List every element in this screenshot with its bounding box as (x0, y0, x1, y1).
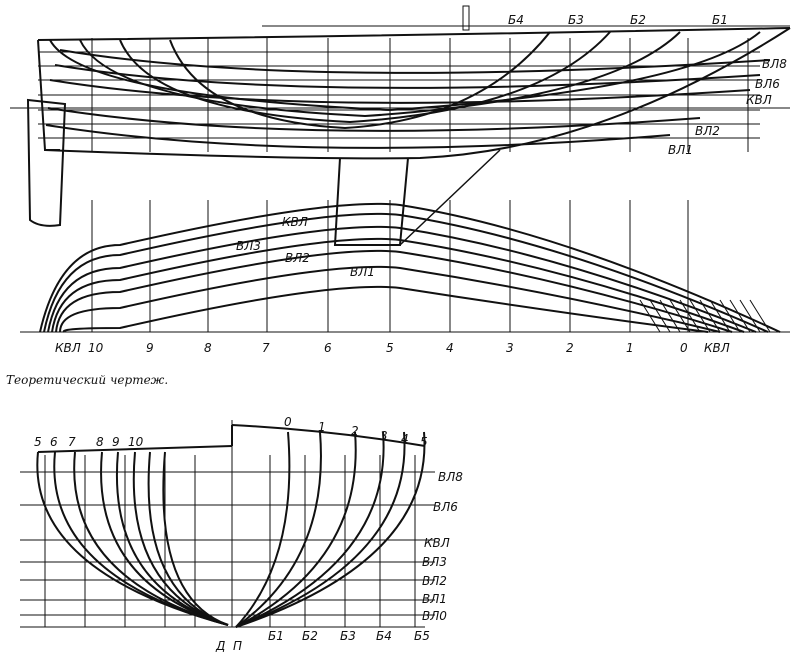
buttock-label: П (233, 639, 242, 653)
sheer-line (37, 27, 791, 41)
station-label: 2 (566, 341, 574, 355)
hatch-line (659, 299, 681, 333)
profile-view: Б4 Б3 Б2 Б1 ВЛ8 ВЛ6 КВЛ ВЛ2 ВЛ1 (508, 13, 787, 157)
aft-station-label: 6 (50, 435, 58, 449)
aft-section-curve (36, 451, 229, 626)
aft-sheer (37, 445, 233, 453)
waterline-label: КВЛ (282, 215, 308, 229)
waterline-curve (45, 124, 671, 149)
hatch-line (749, 299, 771, 333)
station-label: 5 (386, 341, 394, 355)
waterline-label: ВЛ3 (236, 239, 261, 253)
waterline-label: ВЛ8 (438, 470, 463, 484)
waterline-label: ВЛ2 (695, 124, 720, 138)
fwd-section-curve (235, 431, 357, 628)
buttock-label: Б3 (568, 13, 584, 27)
aft-station-label: 10 (128, 435, 144, 449)
fwd-section-curve (235, 431, 385, 628)
buttock-label: Б4 (376, 629, 392, 643)
waterline-curve (49, 79, 751, 104)
station-label: КВЛ (704, 341, 730, 355)
hull-curves (26, 27, 791, 628)
aft-section-curve (116, 451, 229, 626)
keel-projection-line (399, 149, 501, 246)
waterline-curve (54, 64, 761, 89)
buttock-label: Б2 (302, 629, 318, 643)
fwd-section-curve (235, 431, 426, 628)
station-label: 1 (626, 341, 634, 355)
aft-section-curve (147, 451, 229, 626)
fwd-sheer (231, 424, 426, 447)
waterline-label: ВЛ6 (433, 500, 458, 514)
buttock-label: Б1 (268, 629, 284, 643)
waterline-label: ВЛ8 (762, 57, 787, 71)
waterline-curve (59, 265, 721, 333)
waterline-label: КВЛ (424, 536, 450, 550)
caption: Теоретический чертеж. (6, 373, 168, 387)
fwd-section-curve (235, 431, 322, 628)
waterline-curve (43, 212, 769, 333)
waterline-curve (59, 49, 771, 74)
fwd-station-label: 4 (401, 432, 409, 446)
station-label: 0 (680, 341, 688, 355)
station-label: 10 (88, 341, 104, 355)
waterline-label: ВЛ1 (350, 265, 375, 279)
buttock-label: Б4 (508, 13, 524, 27)
hatch-line (729, 299, 751, 333)
grid-lines (10, 5, 790, 628)
station-label: 9 (146, 341, 154, 355)
aft-station-label: 5 (34, 435, 42, 449)
waterline-label: ВЛ0 (422, 609, 447, 623)
waterline-label: ВЛ6 (755, 77, 780, 91)
aft-section-curve (73, 451, 229, 626)
station-label: 4 (446, 341, 454, 355)
station-label: 3 (506, 341, 514, 355)
aft-section-curve (162, 451, 229, 626)
buttock-label: Б5 (414, 629, 430, 643)
mast-stub (462, 5, 470, 31)
fwd-station-label: 5 (420, 435, 428, 449)
buttock-curve (49, 31, 761, 112)
buttock-label: Б1 (712, 13, 728, 27)
fwd-station-label: 1 (318, 420, 326, 434)
deck-line (39, 202, 781, 333)
buttock-label: Б2 (630, 13, 646, 27)
waterline-label: ВЛ2 (285, 251, 310, 265)
waterline-curve (55, 249, 733, 333)
buttock-curve (169, 31, 551, 130)
buttock-label: Д (215, 639, 225, 653)
buttock-curve (119, 31, 611, 124)
aft-station-label: 9 (112, 435, 120, 449)
fwd-station-label: 2 (351, 424, 359, 438)
aft-section-curve (132, 451, 229, 626)
waterline-curve (62, 285, 709, 333)
station-label: КВЛ (55, 341, 81, 355)
aft-station-label: 7 (68, 435, 76, 449)
waterline-curve (47, 107, 701, 132)
station-label: 7 (262, 341, 270, 355)
waterline-label: ВЛ1 (668, 143, 693, 157)
keel-fin (333, 157, 409, 246)
waterline-label: ВЛ2 (422, 574, 447, 588)
rudder (26, 98, 67, 227)
fwd-section-curve (235, 431, 291, 628)
aft-station-label: 8 (96, 435, 104, 449)
waterline-label: КВЛ (746, 93, 772, 107)
fwd-section-curve (235, 431, 406, 628)
waterline-label: ВЛ1 (422, 592, 447, 606)
station-label: 6 (324, 341, 332, 355)
station-label: 8 (204, 341, 212, 355)
fwd-station-label: 3 (380, 429, 388, 443)
waterline-label: ВЛ3 (422, 555, 447, 569)
fwd-station-label: 0 (284, 415, 292, 429)
waterline-curve (47, 225, 757, 333)
buttock-label: Б3 (340, 629, 356, 643)
waterline-curve (51, 237, 745, 333)
